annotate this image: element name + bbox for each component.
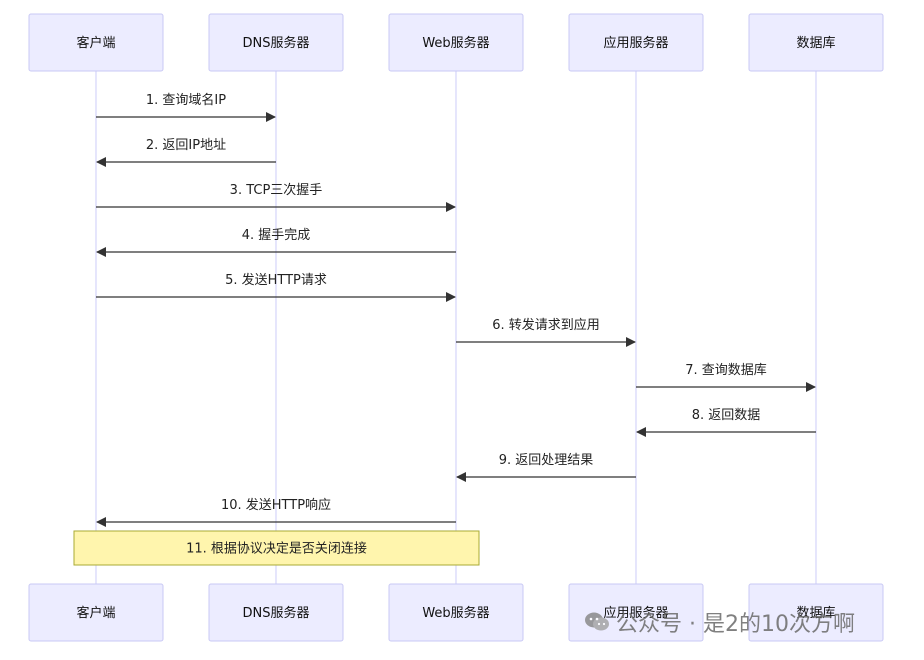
participant-client-top: 客户端 bbox=[28, 13, 164, 72]
participant-box bbox=[28, 13, 164, 72]
participant-app-top: 应用服务器 bbox=[568, 13, 704, 72]
participant-label: 应用服务器 bbox=[603, 605, 668, 621]
participant-web-top: Web服务器 bbox=[388, 13, 524, 72]
participant-box bbox=[748, 583, 884, 642]
message-10: 10. 发送HTTP响应 bbox=[96, 497, 456, 527]
participant-box bbox=[208, 583, 344, 642]
message-label: 10. 发送HTTP响应 bbox=[221, 497, 331, 513]
message-5: 5. 发送HTTP请求 bbox=[96, 272, 456, 302]
note-box bbox=[73, 530, 480, 566]
participant-box bbox=[388, 13, 524, 72]
message-3: 3. TCP三次握手 bbox=[96, 182, 456, 212]
message-label: 6. 转发请求到应用 bbox=[492, 317, 600, 333]
participant-label: 数据库 bbox=[796, 35, 835, 51]
participant-dns-bottom: DNS服务器 bbox=[208, 583, 344, 642]
participant-label: 客户端 bbox=[76, 605, 115, 621]
participant-client-bottom: 客户端 bbox=[28, 583, 164, 642]
message-8: 8. 返回数据 bbox=[636, 408, 816, 437]
participant-box bbox=[748, 13, 884, 72]
watermark-text: 公众号 · 是2的10次方啊 bbox=[616, 612, 855, 637]
message-label: 2. 返回IP地址 bbox=[146, 138, 226, 153]
participant-label: 数据库 bbox=[796, 605, 835, 621]
message-label: 3. TCP三次握手 bbox=[230, 182, 323, 198]
message-label: 5. 发送HTTP请求 bbox=[225, 272, 327, 288]
message-label: 9. 返回处理结果 bbox=[499, 453, 594, 468]
participant-label: Web服务器 bbox=[422, 35, 489, 51]
participant-label: 应用服务器 bbox=[603, 35, 668, 51]
message-4: 4. 握手完成 bbox=[96, 228, 456, 257]
message-label: 8. 返回数据 bbox=[692, 408, 761, 423]
wechat-icon bbox=[585, 612, 609, 631]
participant-dns-top: DNS服务器 bbox=[208, 13, 344, 72]
participant-db-top: 数据库 bbox=[748, 13, 884, 72]
participant-box bbox=[208, 13, 344, 72]
participant-label: DNS服务器 bbox=[243, 35, 310, 51]
message-1: 1. 查询域名IP bbox=[96, 92, 276, 122]
note: 11. 根据协议决定是否关闭连接 bbox=[73, 530, 480, 566]
message-label: 4. 握手完成 bbox=[242, 228, 311, 243]
message-7: 7. 查询数据库 bbox=[636, 362, 816, 392]
participant-box bbox=[28, 583, 164, 642]
message-2: 2. 返回IP地址 bbox=[96, 138, 276, 167]
participant-web-bottom: Web服务器 bbox=[388, 583, 524, 642]
message-9: 9. 返回处理结果 bbox=[456, 453, 636, 482]
participant-label: DNS服务器 bbox=[243, 605, 310, 621]
message-label: 1. 查询域名IP bbox=[146, 92, 226, 108]
message-6: 6. 转发请求到应用 bbox=[456, 317, 636, 347]
participant-db-bottom: 数据库 bbox=[748, 583, 884, 642]
participant-label: 客户端 bbox=[76, 35, 115, 51]
note-label: 11. 根据协议决定是否关闭连接 bbox=[186, 541, 367, 557]
message-label: 7. 查询数据库 bbox=[685, 362, 767, 378]
participant-label: Web服务器 bbox=[422, 605, 489, 621]
participant-box bbox=[388, 583, 524, 642]
watermark: 公众号 · 是2的10次方啊 bbox=[584, 606, 855, 638]
participant-box bbox=[568, 13, 704, 72]
